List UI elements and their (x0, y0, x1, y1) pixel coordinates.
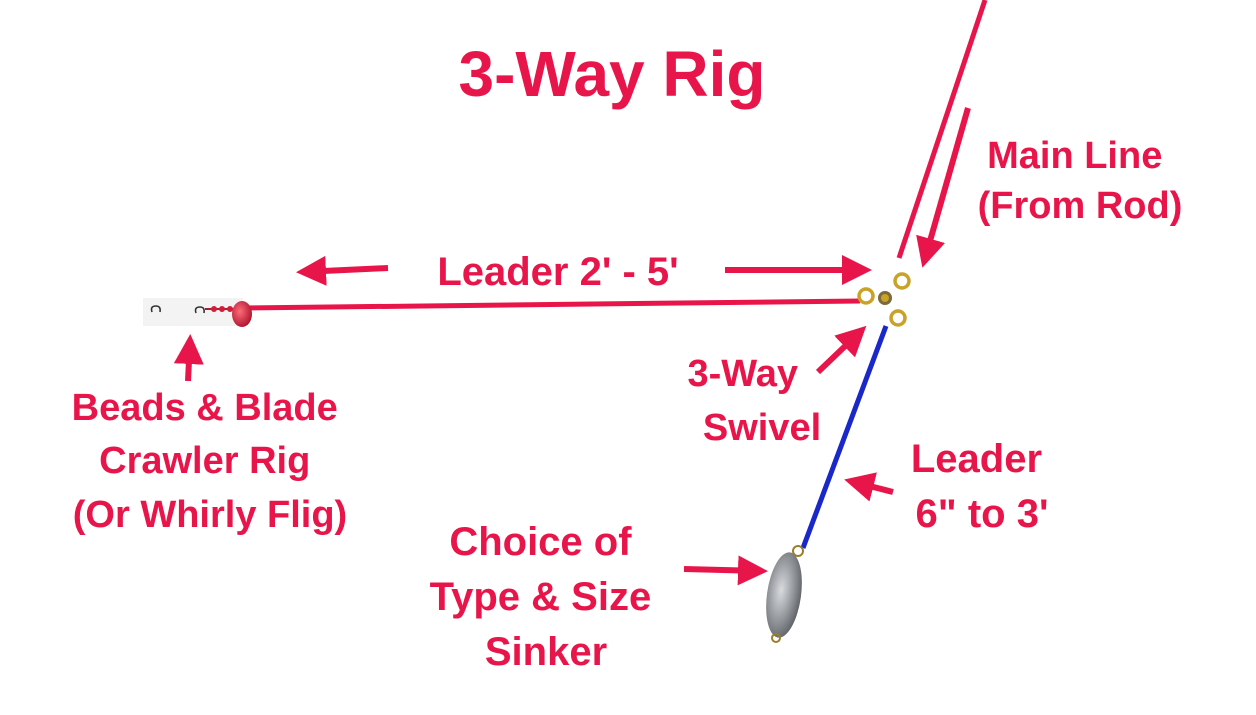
swivel-label: 3-Way Swivel (687, 353, 821, 449)
sinker-label-line2: Type & Size (430, 575, 652, 619)
sinker-label: Choice of Type & Size Sinker (430, 520, 663, 674)
sinker-icon (766, 545, 804, 643)
sinker-label-line1: Choice of (449, 520, 632, 564)
crawler-rig-label: Beads & Blade Crawler Rig (Or Whirly Fli… (72, 387, 349, 536)
blade-icon (232, 301, 252, 327)
bottom-leader-label-line2: 6" to 3' (916, 492, 1049, 536)
swivel-icon (857, 272, 911, 327)
bottom-leader-line (800, 325, 889, 549)
crawler-rig-label-line2: Crawler Rig (99, 440, 310, 482)
main-line-label-line1: Main Line (987, 135, 1162, 177)
arrow-icon (844, 472, 894, 502)
bottom-leader-label: Leader 6" to 3' (911, 437, 1053, 536)
main-line (896, 0, 988, 259)
crawler-rig (143, 298, 252, 327)
crawler-rig-label-line3: (Or Whirly Flig) (73, 494, 347, 536)
bottom-leader-label-line1: Leader (911, 437, 1042, 481)
arrow-icon (815, 325, 867, 375)
arrow-icon (296, 255, 389, 286)
swivel-label-line1: 3-Way (687, 353, 798, 395)
arrow-icon (916, 107, 971, 268)
main-line-label: Main Line (From Rod) (978, 135, 1183, 227)
hook-icon (150, 305, 161, 313)
title: 3-Way Rig (459, 38, 766, 110)
arrow-icon (173, 334, 204, 382)
crawler-rig-label-line1: Beads & Blade (72, 387, 338, 429)
main-line-label-line2: (From Rod) (978, 185, 1183, 227)
swivel-label-line2: Swivel (703, 407, 821, 449)
leader-top-label: Leader 2' - 5' (437, 250, 678, 294)
top-leader-line (243, 298, 861, 311)
hook-icon (194, 306, 205, 314)
arrow-icon (683, 555, 768, 586)
sinker-label-line3: Sinker (485, 630, 607, 674)
